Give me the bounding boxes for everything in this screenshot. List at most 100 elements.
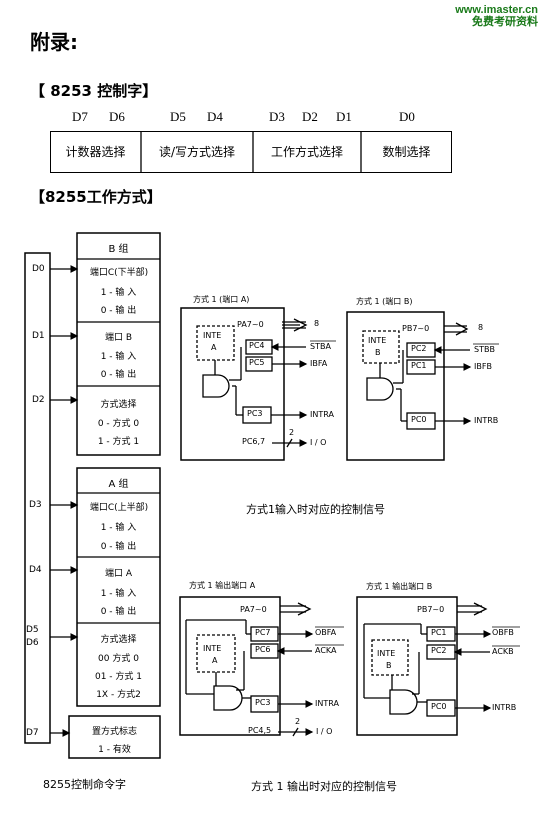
in-a-bus-width: 8 xyxy=(314,319,320,328)
out-b-sig-obf: OBFB xyxy=(492,628,514,637)
out-a-inte-label: INTE xyxy=(203,644,222,653)
in-a-title: 方式 1 (端口 A) xyxy=(193,295,250,304)
group-a-pc-high-title: 端口C(上半部) xyxy=(89,503,149,513)
out-a-sig-ack: ACKA xyxy=(315,646,337,655)
cell-number-format-select: 数制选择 xyxy=(382,145,431,159)
input-signals-caption: 方式1输入时对应的控制信号 xyxy=(246,503,385,516)
in-b-title: 方式 1 (端口 B) xyxy=(356,297,413,306)
group-b-mode-title: 方式选择 xyxy=(100,400,137,410)
in-a-reg-pc4: PC4 xyxy=(249,341,265,350)
in-b-sig-ibf: IBFB xyxy=(474,362,492,371)
in-a-extra-count: 2 xyxy=(289,428,295,437)
group-b-pc-low-in: 1 - 输 入 xyxy=(100,288,137,298)
out-a-reg-pc6: PC6 xyxy=(255,645,271,654)
group-a-mode-1x: 1X - 方式2 xyxy=(96,690,141,700)
in-a-extra-pins: PC6,7 xyxy=(242,437,266,446)
in-a-inte-port: A xyxy=(211,343,217,352)
group-a-mode-01: 01 - 方式 1 xyxy=(94,672,142,682)
group-a-porta-out: 0 - 输 出 xyxy=(100,607,137,617)
in-b-sig-intr: INTRB xyxy=(474,416,499,425)
bit-label-d2: D2 xyxy=(32,395,45,405)
group-a-header: A 组 xyxy=(108,479,129,490)
out-a-sig-obf: OBFA xyxy=(315,628,337,637)
in-b-inte-label: INTE xyxy=(368,336,387,345)
group-b-portb-title: 端口 B xyxy=(104,333,133,343)
bit-label-d0: D0 xyxy=(32,264,45,274)
out-b-reg-pc1: PC1 xyxy=(431,628,447,637)
in-a-port: PA7~0 xyxy=(237,320,264,329)
out-a-reg-pc7: PC7 xyxy=(255,628,271,637)
out-a-reg-pc3: PC3 xyxy=(255,698,271,707)
out-b-port: PB7~0 xyxy=(417,605,445,614)
cmd-word-caption: 8255控制命令字 xyxy=(43,778,126,791)
out-a-extra-pins: PC4,5 xyxy=(248,726,272,735)
out-b-sig-ack: ACKB xyxy=(492,647,514,656)
group-a-porta-title: 端口 A xyxy=(104,569,133,579)
bit-d3: D3 xyxy=(269,109,285,124)
group-a-mode-00: 00 方式 0 xyxy=(98,654,139,664)
bit-label-d1: D1 xyxy=(32,331,45,341)
control-word-8253-table xyxy=(50,131,452,173)
bit-label-d6: D6 xyxy=(26,638,39,648)
watermark-url: www.imaster.cn xyxy=(455,4,538,16)
cell-rw-mode-select: 读/写方式选择 xyxy=(158,145,236,159)
in-b-inte-port: B xyxy=(375,348,381,357)
in-b-sig-stb: STBB xyxy=(474,345,495,354)
group-b-pc-low-out: 0 - 输 出 xyxy=(100,306,137,316)
in-a-reg-pc3: PC3 xyxy=(247,409,263,418)
in-b-port: PB7~0 xyxy=(402,324,430,333)
in-a-sig-ibf: IBFA xyxy=(310,359,328,368)
group-a-pc-high-out: 0 - 输 出 xyxy=(100,542,137,552)
out-a-io: I / O xyxy=(316,727,333,736)
in-a-inte-label: INTE xyxy=(203,331,222,340)
set-flag-valid: 1 - 有效 xyxy=(98,745,131,755)
group-a-pc-high-in: 1 - 输 入 xyxy=(100,523,137,533)
out-a-port: PA7~0 xyxy=(240,605,267,614)
section-8253-title: 【 8253 控制字】 xyxy=(30,82,158,100)
cell-work-mode-select: 工作方式选择 xyxy=(270,145,343,159)
out-a-extra-count: 2 xyxy=(295,717,301,726)
in-b-reg-pc1: PC1 xyxy=(411,361,427,370)
out-a-title: 方式 1 输出端口 A xyxy=(189,581,256,590)
group-b-mode-1: 1 - 方式 1 xyxy=(97,437,140,447)
out-b-reg-pc2: PC2 xyxy=(431,646,447,655)
group-b-pc-low-title: 端口C(下半部) xyxy=(89,268,149,278)
page-title: 附录: xyxy=(30,30,78,54)
in-a-io: I / O xyxy=(310,438,327,447)
bit-d5: D5 xyxy=(170,109,186,124)
bit-d6: D6 xyxy=(109,109,125,124)
group-b-portb-in: 1 - 输 入 xyxy=(100,352,137,362)
in-b-reg-pc2: PC2 xyxy=(411,344,427,353)
bit-label-d7: D7 xyxy=(26,728,39,738)
watermark-slogan: 免费考研资料 xyxy=(472,16,538,28)
bit-d1: D1 xyxy=(336,109,352,124)
watermark: www.imaster.cn 免费考研资料 xyxy=(455,4,538,28)
bit-label-d5: D5 xyxy=(26,625,39,635)
group-a-porta-in: 1 - 输 入 xyxy=(100,589,137,599)
bit-label-d3: D3 xyxy=(29,500,42,510)
bit-d4: D4 xyxy=(207,109,223,124)
bit-d7: D7 xyxy=(72,109,88,124)
in-b-bus-width: 8 xyxy=(478,323,484,332)
bit-label-d4: D4 xyxy=(29,565,42,575)
output-signals-caption: 方式 1 输出时对应的控制信号 xyxy=(251,780,397,793)
set-flag-title: 置方式标志 xyxy=(91,727,137,737)
in-a-sig-stb: STBA xyxy=(310,342,331,351)
out-b-title: 方式 1 输出端口 B xyxy=(366,582,433,591)
in-a-reg-pc5: PC5 xyxy=(249,358,265,367)
group-b-mode-0: 0 - 方式 0 xyxy=(97,419,140,429)
out-b-inte-label: INTE xyxy=(377,649,396,658)
bit-d2: D2 xyxy=(302,109,318,124)
out-a-sig-intr: INTRA xyxy=(315,699,339,708)
in-b-reg-pc0: PC0 xyxy=(411,415,427,424)
bit-d0: D0 xyxy=(399,109,415,124)
group-b-header: B 组 xyxy=(108,244,129,255)
section-8255-title: 【8255工作方式】 xyxy=(30,188,162,206)
out-b-sig-intr: INTRB xyxy=(492,703,517,712)
out-b-inte-port: B xyxy=(386,661,392,670)
group-a-mode-title: 方式选择 xyxy=(100,635,137,645)
cell-counter-select: 计数器选择 xyxy=(65,145,126,159)
out-b-reg-pc0: PC0 xyxy=(431,702,447,711)
in-a-sig-intr: INTRA xyxy=(310,410,334,419)
